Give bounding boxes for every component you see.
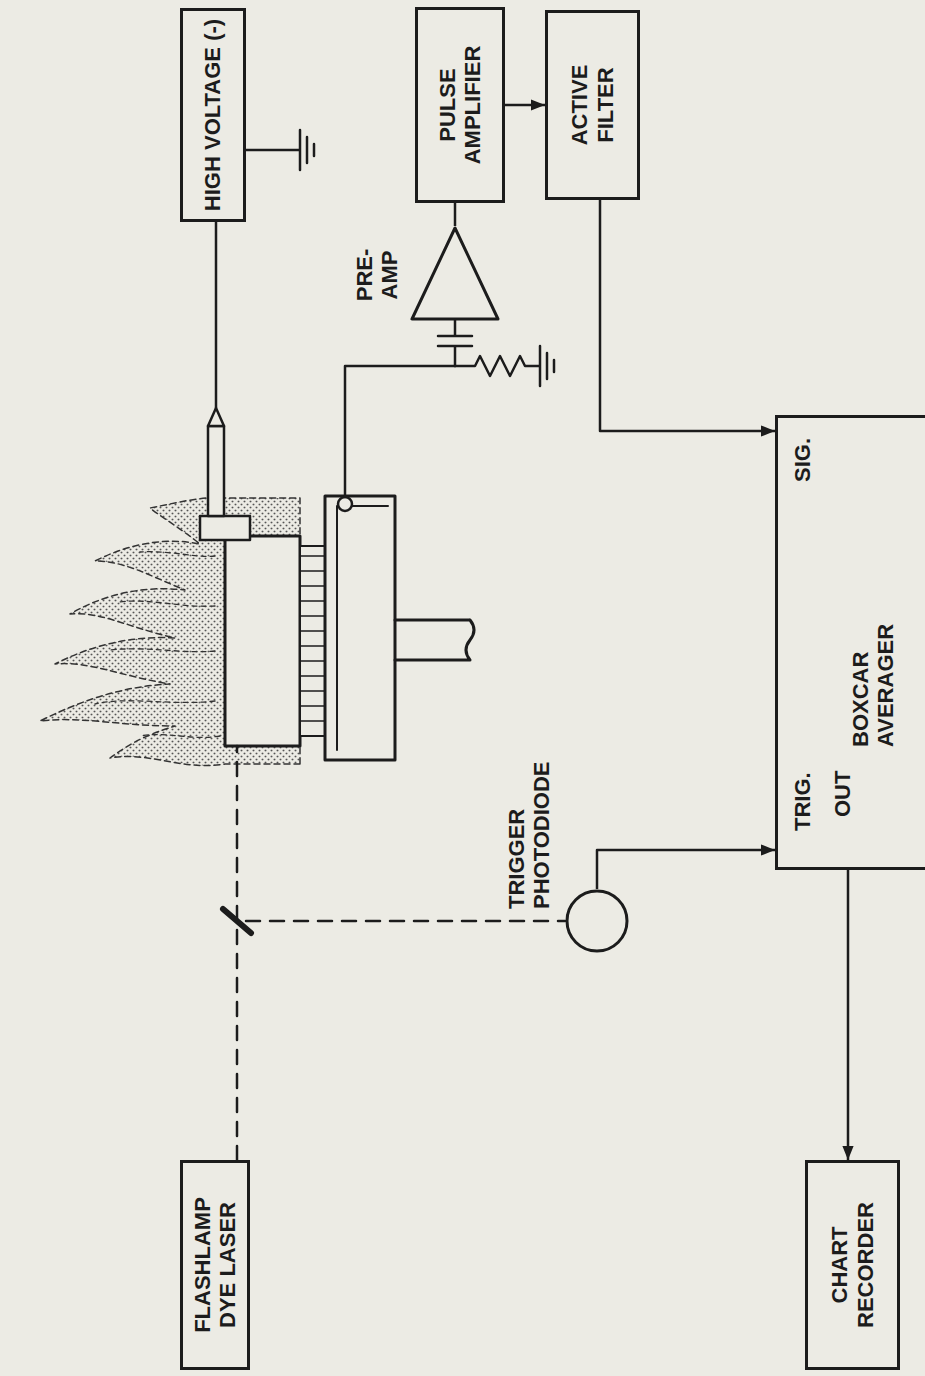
burner-base (325, 496, 395, 760)
filter-box: ACTIVE FILTER (545, 10, 640, 200)
electrode-tip (208, 408, 224, 426)
amplifier-outline (412, 228, 498, 319)
box-label: ACTIVE FILTER (567, 30, 618, 180)
signal-wire (345, 366, 455, 497)
recorder-box: CHART RECORDER (805, 1160, 900, 1370)
flame (40, 498, 300, 766)
signal-terminal (338, 497, 352, 511)
box-label: FLASHLAMP DYE LASER (190, 1180, 241, 1350)
signal-connector (597, 850, 775, 889)
signal-connector (600, 200, 775, 431)
electrode-rod (208, 426, 224, 516)
amplifier-box: PULSE AMPLIFIER (415, 7, 505, 203)
signal-connector (847, 870, 850, 1160)
load-resistor (455, 346, 554, 386)
split-beam (246, 920, 565, 923)
ground-symbol (246, 130, 314, 170)
coupling-capacitor (438, 318, 472, 366)
port-label: OUT (830, 771, 855, 817)
burner-base-edge (337, 506, 388, 750)
photodiode-symbol (565, 889, 629, 953)
box-label: PULSE AMPLIFIER (435, 18, 486, 192)
signal-connector (505, 104, 545, 107)
averager-box: BOXCAR AVERAGER SIG. TRIG. OUT (775, 415, 925, 870)
port-label: SIG. (790, 438, 815, 482)
photodiode-outline (567, 891, 627, 951)
high-voltage-wire (215, 220, 218, 408)
amplifier-symbol (410, 226, 500, 321)
laser-beam (236, 746, 239, 1160)
burner-head (225, 536, 300, 746)
flame-tongues (95, 552, 220, 738)
grill-hatch (300, 556, 325, 721)
high-voltage-box: HIGH VOLTAGE (-) (180, 8, 246, 222)
box-label: BOXCAR AVERAGER (848, 607, 899, 747)
burner-grill (300, 546, 325, 736)
port-label: TRIG. (790, 772, 815, 831)
box-label: TRIGGER PHOTODIODE (504, 744, 555, 909)
laser-box: FLASHLAMP DYE LASER (180, 1160, 250, 1370)
preamp-triangle: PRE-AMP (350, 226, 500, 321)
box-label: CHART RECORDER (827, 1190, 878, 1340)
photodiode-circle: TRIGGER PHOTODIODE (565, 889, 629, 953)
electrode-bracket (200, 516, 250, 540)
box-label: HIGH VOLTAGE (-) (200, 19, 225, 211)
signal-connector (454, 203, 457, 226)
box-label: PRE-AMP (352, 244, 403, 306)
gas-pipe (395, 620, 474, 660)
